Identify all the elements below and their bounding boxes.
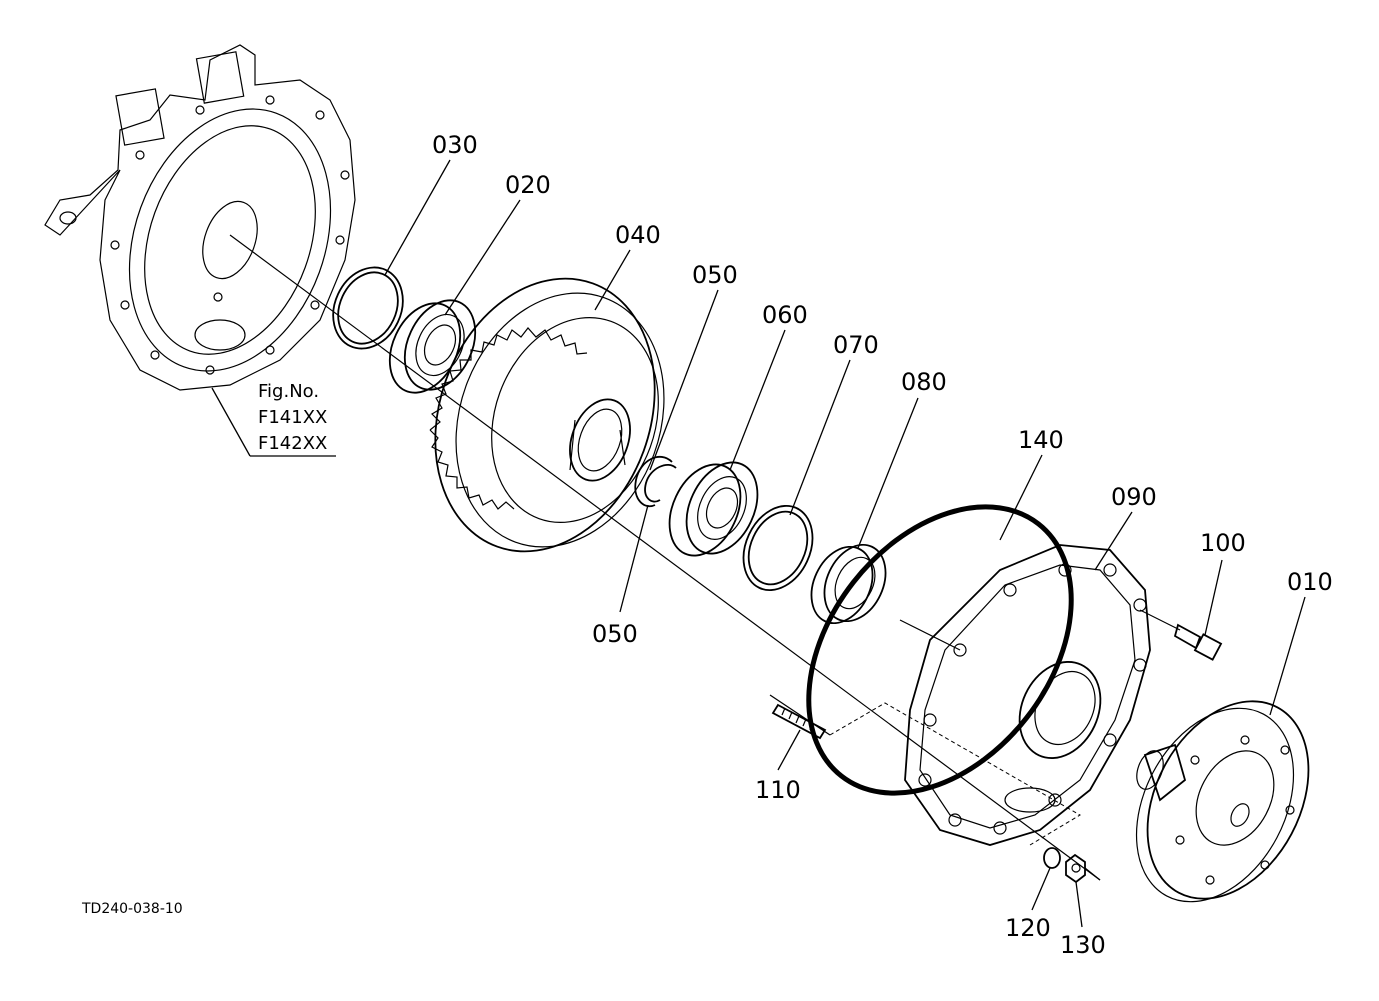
callout-130: 130 — [1060, 931, 1106, 959]
drawing-code: TD240-038-10 — [81, 901, 183, 917]
callout-100: 100 — [1200, 529, 1246, 557]
callout-140: 140 — [1018, 426, 1064, 454]
part-070-shim — [742, 504, 814, 592]
fig-ref-1: F141XX — [258, 407, 327, 428]
part-040-bevel-gear — [429, 277, 665, 553]
part-090-cover — [899, 544, 1151, 846]
part-030-shim — [332, 266, 404, 350]
part-020-bearing — [388, 299, 477, 394]
callout-070: 070 — [833, 331, 879, 359]
callout-060: 060 — [762, 301, 808, 329]
callout-010: 010 — [1287, 568, 1333, 596]
center-axis — [229, 234, 1101, 881]
callout-120: 120 — [1005, 914, 1051, 942]
part-100-bolt — [1139, 609, 1223, 661]
part-140-o-ring — [806, 504, 1074, 796]
gear-case-housing — [44, 44, 356, 391]
callout-050-lower: 050 — [592, 620, 638, 648]
part-080-oil-seal — [810, 543, 887, 625]
part-120-washer — [1043, 847, 1061, 869]
part-110-stud — [771, 703, 827, 740]
callout-110: 110 — [755, 776, 801, 804]
part-010-hub-flange — [1135, 700, 1310, 903]
callout-080: 080 — [901, 368, 947, 396]
fig-ref-title: Fig.No. — [258, 381, 319, 402]
fig-ref-2: F142XX — [258, 433, 327, 454]
callout-leaders — [384, 159, 1306, 928]
callout-050-upper: 050 — [692, 261, 738, 289]
fig-reference-leader — [211, 387, 336, 457]
callout-090: 090 — [1111, 483, 1157, 511]
part-050-circlip — [634, 456, 677, 508]
callout-030: 030 — [432, 131, 478, 159]
callout-040: 040 — [615, 221, 661, 249]
callout-020: 020 — [505, 171, 551, 199]
part-130-nut — [1065, 853, 1101, 884]
part-060-bearing — [668, 461, 759, 557]
